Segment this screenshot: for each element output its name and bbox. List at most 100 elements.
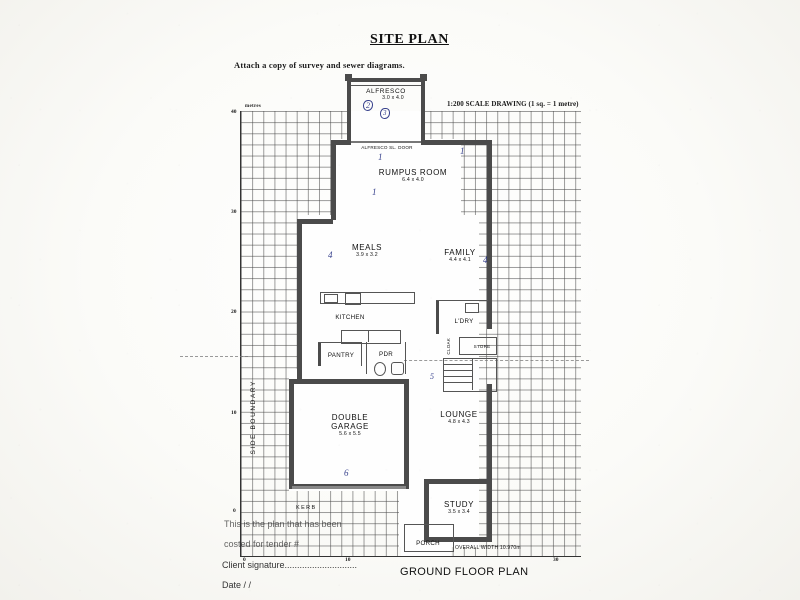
- room-name-lounge: LOUNGE: [440, 410, 478, 419]
- room-dim-alfresco: 3.0 x 4.0: [382, 95, 404, 102]
- room-label-meals: MEALS 3.9 x 3.2: [334, 243, 400, 259]
- wall-alfresco-left: [347, 78, 351, 142]
- pantry-outline-right: [361, 342, 362, 366]
- stair-tread-3: [443, 376, 473, 377]
- room-label-kitchen: KITCHEN: [320, 314, 380, 321]
- site-grid-container: [241, 111, 581, 557]
- wall-mid-top-right: [487, 219, 492, 329]
- room-dim-study: 3.5 x 3.4: [448, 509, 470, 516]
- boundary-guide-left: [180, 356, 248, 357]
- room-label-lounge: LOUNGE 4.8 x 4.3: [428, 410, 490, 426]
- wall-alfresco-post-right: [420, 74, 427, 81]
- date-field[interactable]: Date / /: [222, 580, 252, 590]
- room-name-garage-line2: GARAGE: [331, 422, 369, 432]
- kitchen-bench-left: [320, 292, 321, 304]
- tender-note-line-2: costed for tender #: [224, 539, 300, 549]
- wall-mid-left: [297, 219, 302, 379]
- wall-garage-right: [404, 379, 409, 489]
- footprint-mask-lower: [289, 369, 479, 491]
- room-name-meals: MEALS: [351, 243, 383, 252]
- axis-x-line: [241, 556, 581, 557]
- axis-y-label-30: 30: [231, 209, 237, 215]
- pantry-outline-top: [318, 342, 362, 343]
- room-name-porch: PORCH: [416, 540, 440, 547]
- overall-width-label: OVERALL WIDTH 10.970m: [455, 545, 521, 551]
- wall-garage-top: [289, 379, 409, 384]
- garage-door-line: [292, 486, 406, 489]
- wall-alfresco-right: [421, 78, 425, 142]
- pdr-wall-left: [366, 342, 367, 374]
- room-label-porch: PORCH: [406, 540, 450, 547]
- axis-x-label-10: 10: [345, 557, 351, 563]
- pdr-wall-right: [405, 342, 406, 374]
- pdr-basin-icon: [374, 362, 386, 376]
- wall-rumpus-top-left: [331, 140, 351, 145]
- room-name-alfresco: ALFRESCO: [366, 88, 406, 95]
- room-dim-rumpus: 6.4 x 4.0: [402, 177, 424, 184]
- annotation-mark-4b: 4: [483, 255, 488, 265]
- kitchen-bench-top: [320, 292, 415, 293]
- alfresco-door-text: ALFRESCO SL. DOOR: [361, 145, 413, 150]
- annotation-mark-1b: 1: [460, 146, 465, 156]
- room-label-garage: DOUBLE GARAGE 5.6 x 5.5: [310, 413, 390, 438]
- axis-y-label-40: 40: [231, 109, 237, 115]
- stairs-outline: [443, 358, 497, 392]
- kitchen-bench-bottom: [320, 303, 415, 304]
- axis-y-line: [240, 111, 241, 557]
- ldry-tub-icon: [465, 303, 479, 313]
- client-signature-field[interactable]: Client signature........................…: [222, 560, 358, 570]
- annotation-mark-1c: 1: [372, 187, 377, 197]
- room-name-ldry: L'DRY: [454, 318, 474, 325]
- tender-note-line-1: This is the plan that has been: [224, 519, 342, 529]
- wall-study-left: [424, 484, 429, 541]
- pdr-toilet-icon: [391, 362, 404, 375]
- kerb-label: KERB: [296, 505, 317, 511]
- wall-rumpus-top-mid: [421, 140, 492, 145]
- room-label-pantry: PANTRY: [320, 352, 362, 359]
- wall-mid-right-edge: [487, 219, 492, 224]
- stair-tread-2: [443, 370, 473, 371]
- footprint-mask-midsection: [299, 215, 479, 375]
- scale-drawing-note: 1:200 SCALE DRAWING (1 sq. = 1 metre): [447, 100, 579, 108]
- alfresco-sliding-door: [351, 141, 421, 143]
- store-outline: [459, 337, 497, 355]
- axis-metres-label: metres: [245, 104, 262, 109]
- room-name-family: FAMILY: [444, 248, 476, 257]
- annotation-mark-2: 2: [363, 100, 373, 111]
- room-name-rumpus: RUMPUS ROOM: [378, 168, 448, 177]
- kitchen-bench-right: [414, 292, 415, 304]
- axis-y-label-20: 20: [231, 309, 237, 315]
- annotation-mark-4a: 4: [328, 250, 333, 260]
- stair-tread-1: [443, 364, 473, 365]
- wall-study-bottom: [424, 537, 492, 542]
- room-name-kitchen: KITCHEN: [335, 314, 365, 321]
- room-label-rumpus: RUMPUS ROOM 6.4 x 4.0: [358, 168, 468, 184]
- ldry-top-line: [436, 300, 488, 301]
- room-label-family: FAMILY 4.4 x 4.1: [430, 248, 490, 264]
- room-name-cloak: CLOAK: [446, 338, 451, 355]
- wall-ldry-box: [436, 300, 439, 334]
- kitchen-sink: [324, 294, 338, 303]
- kitchen-island-outline: [341, 330, 401, 344]
- room-label-store: STORE: [466, 344, 498, 349]
- porch-outline: [404, 524, 454, 552]
- room-dim-lounge: 4.8 x 4.3: [448, 419, 470, 426]
- annotation-mark-1a: 1: [378, 152, 383, 162]
- wall-study-right: [487, 484, 492, 541]
- axis-x-label-0: 0: [243, 557, 246, 563]
- wall-alfresco-top: [347, 78, 425, 82]
- room-name-study: STUDY: [443, 500, 475, 509]
- label-alfresco-sliding-door: ALFRESCO SL. DOOR: [352, 145, 422, 150]
- wall-rumpus-left: [331, 140, 336, 220]
- room-label-alfresco: ALFRESCO 3.0 x 4.0: [352, 88, 420, 102]
- side-boundary-label: SIDE BOUNDARY: [250, 380, 257, 455]
- room-dim-meals: 3.9 x 3.2: [356, 252, 378, 259]
- page-title: SITE PLAN: [370, 32, 449, 47]
- room-name-pantry: PANTRY: [327, 352, 355, 359]
- axis-y-label-0: 0: [233, 508, 236, 514]
- room-label-cloak: CLOAK: [446, 338, 451, 355]
- ground-floor-plan-caption: GROUND FLOOR PLAN: [400, 566, 529, 578]
- wall-lounge-right: [487, 384, 492, 484]
- room-label-ldry: L'DRY: [444, 318, 484, 325]
- room-name-store: STORE: [473, 344, 491, 349]
